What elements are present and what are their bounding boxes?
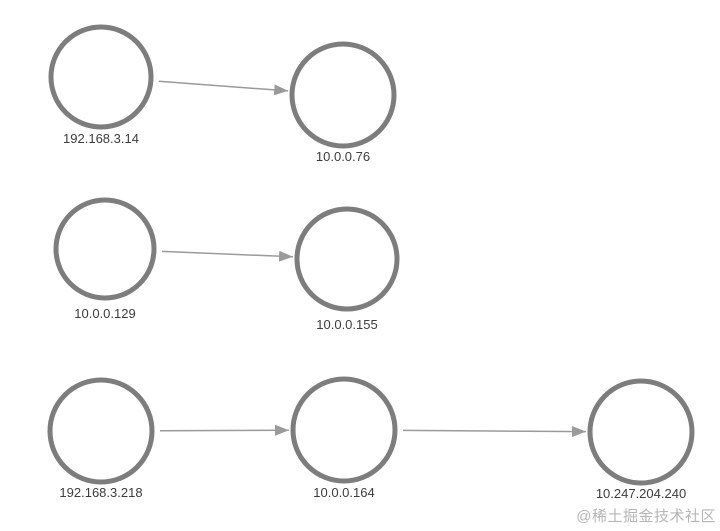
node-circle-n7 — [587, 378, 695, 486]
edge-arrow-n5-n6 — [159, 424, 290, 436]
node-circle-n4 — [294, 206, 400, 312]
node-circle-n3 — [53, 197, 157, 301]
node-circle-n2 — [289, 41, 397, 149]
edges-layer — [158, 80, 587, 438]
edge-arrow-n6-n7 — [402, 426, 587, 438]
node-label-n2: 10.0.0.76 — [316, 149, 370, 164]
node-circle-n6 — [290, 376, 398, 484]
node-label-n4: 10.0.0.155 — [316, 317, 377, 332]
node-circle-n5 — [47, 377, 155, 485]
node-label-n5: 192.168.3.218 — [59, 485, 142, 500]
node-label-n3: 10.0.0.129 — [74, 306, 135, 321]
node-circle-n1 — [48, 24, 154, 130]
edge-arrow-n1-n2 — [158, 80, 289, 96]
node-label-n7: 10.247.204.240 — [596, 486, 686, 501]
labels-layer: 192.168.3.14 10.0.0.76 10.0.0.129 10.0.0.15… — [59, 131, 686, 501]
nodes-layer — [47, 24, 695, 486]
watermark: @稀土掘金技术社区 — [576, 508, 716, 525]
node-label-n6: 10.0.0.164 — [313, 485, 374, 500]
edge-arrow-n3-n4 — [161, 250, 294, 262]
node-label-n1: 192.168.3.14 — [63, 131, 139, 146]
